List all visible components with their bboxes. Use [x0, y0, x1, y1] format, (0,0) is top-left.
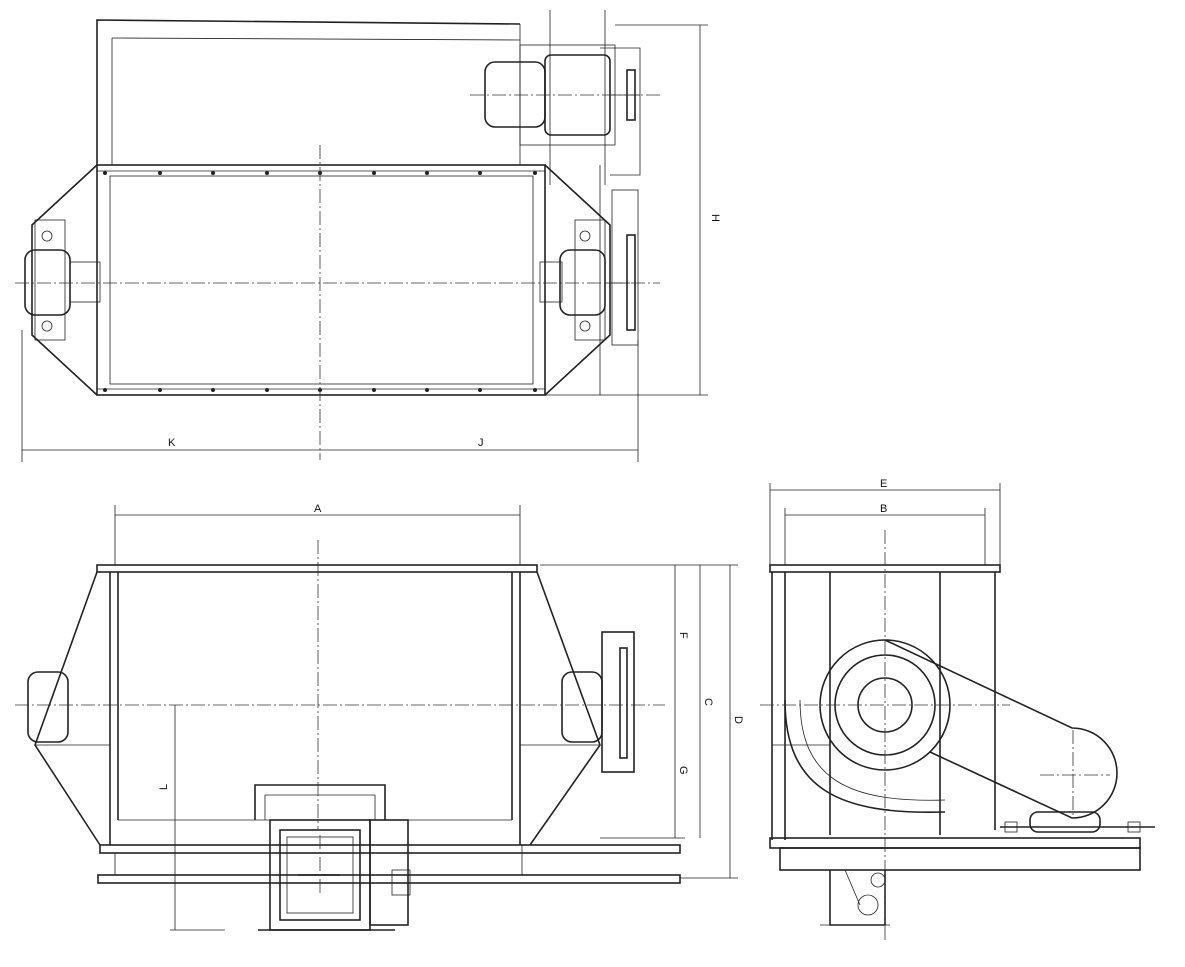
drive-motor: [484, 10, 641, 185]
dim-label-d: D: [732, 716, 744, 724]
dim-label-k: K: [168, 437, 176, 449]
dim-label-a: A: [314, 503, 322, 515]
plan-view: H K J: [15, 10, 721, 462]
dim-label-g: G: [677, 766, 689, 775]
right-bearing: [559, 249, 606, 316]
outlet-valve: [254, 784, 411, 931]
drive-arm: [819, 639, 1118, 819]
side-view: E B: [760, 478, 1155, 940]
dim-label-e: E: [880, 478, 887, 490]
dim-label-j: J: [478, 437, 484, 449]
dim-label-h: H: [709, 214, 721, 222]
dim-label-l: L: [158, 784, 170, 790]
front-view: A: [15, 503, 744, 931]
dim-label-f: F: [677, 632, 689, 639]
dim-label-c: C: [702, 698, 714, 706]
dim-label-b: B: [880, 503, 887, 515]
